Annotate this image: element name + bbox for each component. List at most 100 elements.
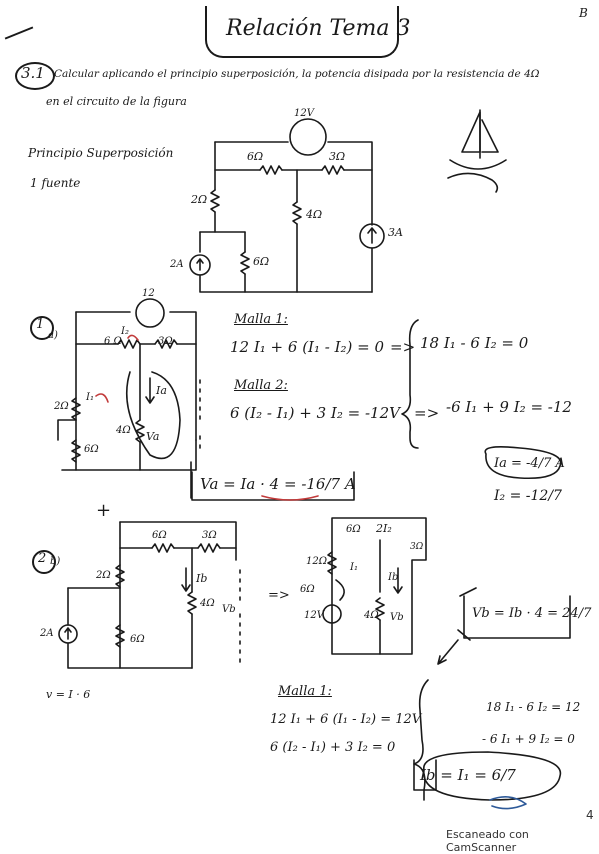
- plus-sign: +: [96, 500, 112, 521]
- resistor-2: [210, 189, 220, 213]
- part-a-label-va: Va: [146, 430, 160, 443]
- part-a-label-ia: Ia: [156, 384, 167, 397]
- part-a-label-r6b: 6Ω: [84, 444, 99, 455]
- part-a-label-i1: I₁: [86, 392, 94, 403]
- part-b-label-r6: 6Ω: [152, 530, 167, 541]
- circuit-1b-resistor-6: [151, 543, 175, 553]
- vb-result-bracket: [457, 587, 477, 641]
- vb-pointer-arrow: [437, 639, 459, 665]
- corner-mark: B: [579, 6, 588, 20]
- circuit-2b-resistor-4: [375, 597, 385, 621]
- part-a-i2-result: I₂ = -12/7: [494, 488, 562, 504]
- part-b-label-r4: 4Ω: [200, 598, 215, 609]
- problem-statement-line1: Calcular aplicando el principio superpos…: [54, 68, 540, 80]
- scribble-mark: [489, 796, 527, 810]
- part-b-number: 2: [38, 551, 47, 566]
- part-a-label-i2: I₂: [121, 326, 129, 337]
- part-a-malla2-heading: Malla 2:: [234, 378, 288, 393]
- part-b-sub: b): [50, 556, 61, 567]
- part-b-label-r6b: 6Ω: [130, 634, 145, 645]
- v-formula: v = I · 6: [46, 688, 91, 701]
- part-b-number-circle: [32, 550, 56, 574]
- part-a-label-r6: 6 Ω: [104, 336, 122, 347]
- va-result-box: [191, 471, 355, 501]
- part-b-res2: - 6 I₁ + 9 I₂ = 0: [482, 732, 575, 746]
- part-a-label-r4: 4Ω: [116, 425, 131, 436]
- circuit-2b-equivalent: [322, 517, 427, 655]
- ia-result-oval: [484, 446, 562, 480]
- part-b-label-vb: Vb: [222, 604, 236, 615]
- part-b-eq-r6: 6Ω: [346, 524, 361, 535]
- page-title: Relación Tema 3: [226, 16, 411, 41]
- part-b-eq-ib: Ib: [388, 572, 399, 583]
- main-circuit: [189, 118, 385, 293]
- part-a-ia-result: Ia = -4/7 A: [494, 456, 565, 471]
- principle-note: Principio Superposición: [28, 146, 174, 160]
- circuit-1a-resistor-2: [71, 397, 81, 421]
- part-b-arrow: =>: [268, 588, 290, 603]
- ib-result-oval: [423, 751, 562, 801]
- resistor-6b: [240, 251, 250, 275]
- part-a-arrow1: =>: [390, 338, 416, 356]
- part-b-eq-i1: I₁: [350, 562, 358, 573]
- part-b-eq-2i2: 2I₂: [376, 522, 392, 535]
- part-a-label-r2: 2Ω: [54, 401, 69, 412]
- part-a-malla1-heading: Malla 1:: [234, 312, 288, 327]
- part-a-sub: a): [48, 330, 58, 341]
- part-b-label-2a: 2A: [40, 628, 54, 639]
- main-label-12v: 12V: [294, 108, 314, 119]
- circuit-1b-resistor-6b: [115, 624, 125, 648]
- problem-number-circle: [15, 62, 55, 90]
- part-a-label-12: 12: [142, 288, 155, 299]
- part-b-eq-r12: 12Ω: [306, 556, 328, 567]
- part-b-res1: 18 I₁ - 6 I₂ = 12: [486, 700, 581, 714]
- part-a-res2: -6 I₁ + 9 I₂ = -12: [446, 398, 572, 416]
- part-a-number: 1: [36, 317, 45, 332]
- part-a-arrow2: =>: [414, 404, 440, 422]
- part-b-label-ib: Ib: [196, 572, 208, 585]
- part-b-label-r3: 3Ω: [202, 530, 217, 541]
- ib-left-box: [413, 759, 437, 791]
- part-b-label-r2: 2Ω: [96, 570, 111, 581]
- resistor-6: [259, 165, 283, 175]
- circuit-1b-resistor-4: [187, 591, 197, 615]
- resistor-4: [292, 201, 302, 225]
- part-a-eq1: 12 I₁ + 6 (I₁ - I₂) = 0: [230, 338, 385, 356]
- circuit-2b-voltage-source: [322, 604, 342, 624]
- main-label-3a: 3A: [388, 226, 403, 239]
- scanner-footer: Escaneado con CamScanner: [446, 828, 529, 854]
- part-b-eq-r4: 4Ω: [364, 610, 379, 621]
- part-b-eq-r6v: 6Ω: [300, 584, 315, 595]
- sailboat-doodle: [447, 109, 507, 193]
- part-b-eq-v12: 12V: [304, 610, 324, 621]
- part-b-ib-result: Ib = I₁ = 6/7: [420, 766, 516, 784]
- part-b-malla1-heading: Malla 1:: [278, 684, 332, 699]
- part-a-va-result: Va = Ia · 4 = -16/7 A: [200, 475, 356, 493]
- circuit-1b: [58, 521, 241, 669]
- main-label-r2: 2Ω: [191, 193, 208, 206]
- part-b-vb-result: Vb = Ib · 4 = 24/7: [472, 606, 592, 621]
- circuit-1a-voltage-source: [135, 298, 165, 328]
- main-label-r6: 6Ω: [247, 150, 264, 163]
- main-label-2a: 2A: [170, 259, 184, 270]
- part-b-eq-r3: 3Ω: [410, 542, 424, 552]
- page-number: 4: [586, 808, 594, 822]
- circuit-2b-resistor-2: [327, 551, 337, 575]
- circuit-1a: [57, 298, 201, 471]
- va-underline: [261, 495, 319, 501]
- part-b-eq2: 6 (I₂ - I₁) + 3 I₂ = 0: [270, 740, 396, 755]
- vb-result-box: [463, 595, 571, 639]
- main-label-r4: 4Ω: [306, 208, 323, 221]
- main-label-r3: 3Ω: [329, 150, 346, 163]
- part-b-eq-vb: Vb: [390, 612, 404, 623]
- problem-number: 3.1: [21, 64, 45, 82]
- circuit-1b-resistor-3: [197, 543, 221, 553]
- circuit-1a-resistor-3: [154, 339, 178, 349]
- part-a-number-circle: [30, 316, 54, 340]
- circuit-1a-resistor-6b: [71, 439, 81, 463]
- part-a-eq2: 6 (I₂ - I₁) + 3 I₂ = -12V: [230, 404, 400, 422]
- resistor-3: [321, 165, 345, 175]
- main-label-r6b: 6Ω: [253, 255, 270, 268]
- part-a-res1: 18 I₁ - 6 I₂ = 0: [420, 334, 529, 352]
